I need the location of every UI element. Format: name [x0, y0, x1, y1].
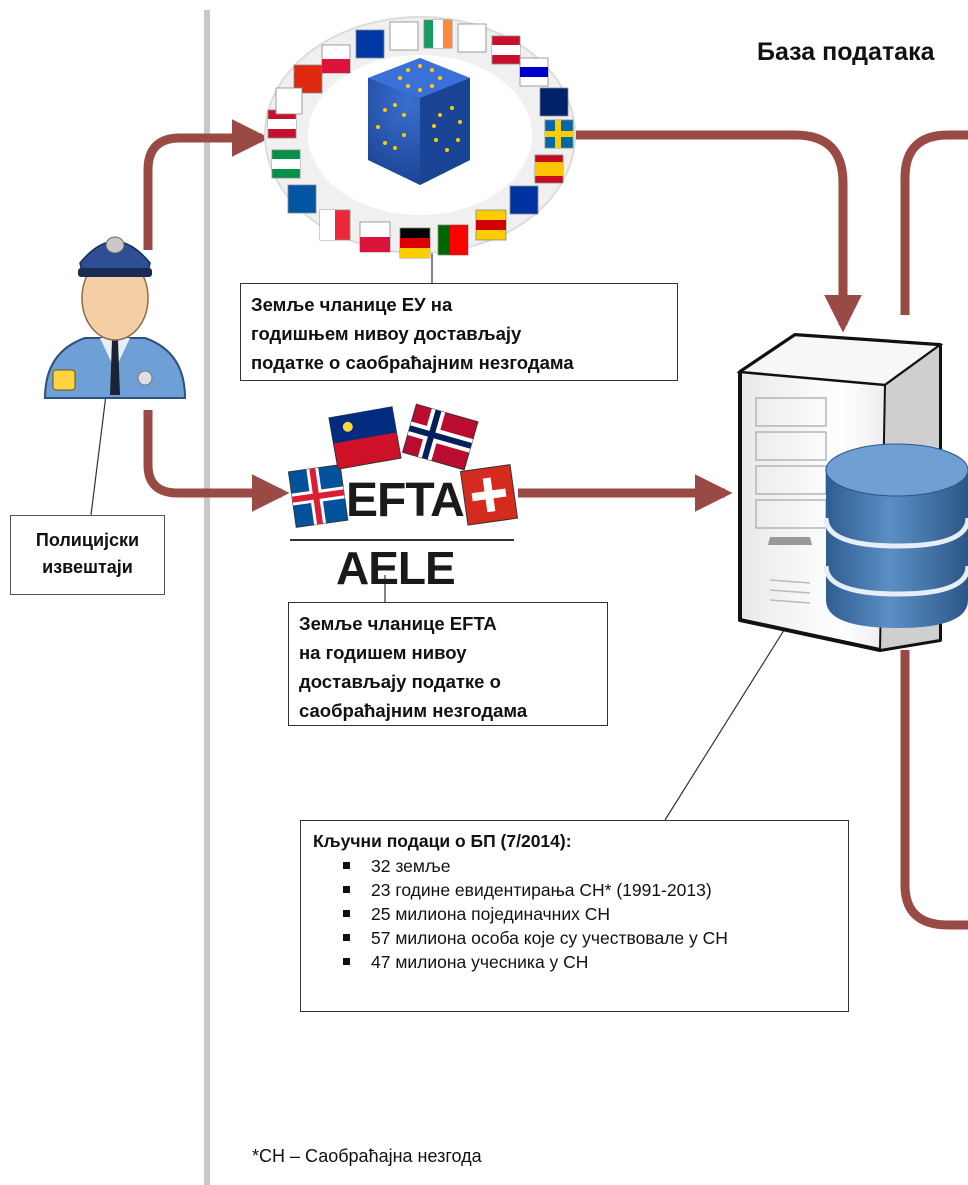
eu-members-box: Земље чланице ЕУ на годишњем нивоу доста… [240, 283, 678, 381]
key-data-list: 32 земље 23 године евидентирања СН* (199… [313, 854, 836, 974]
key-data-item: 57 милиона особа које су учествовале у С… [343, 926, 836, 950]
server-database-icon [736, 333, 968, 652]
eu-box-line-1: Земље чланице ЕУ на [251, 294, 453, 315]
efta-logo [287, 403, 519, 541]
efta-box-line-1: Земље чланице EFTA [299, 613, 497, 634]
efta-box-line-2: на годишем нивоу [299, 642, 467, 663]
arrow-police-to-eu [143, 119, 270, 250]
key-data-item: 32 земље [343, 854, 836, 878]
key-data-box: Кључни подаци о БП (7/2014): 32 земље 23… [300, 820, 849, 1012]
police-leader-line [90, 394, 107, 516]
arrow-eu-to-database [570, 130, 862, 333]
footnote: *СН – Саобраћајна незгода [252, 1146, 482, 1166]
efta-logo-text: EFTA [346, 474, 465, 527]
key-data-item: 23 године евидентирања СН* (1991-2013) [343, 878, 836, 902]
police-label-line-1: Полицијски [35, 530, 140, 550]
police-reports-label: Полицијски извештаји [10, 515, 165, 595]
diagram-title: База података [757, 38, 935, 66]
key-data-item: 47 милиона учесника у СН [343, 950, 836, 974]
eu-flags-ring-icon [264, 16, 576, 259]
police-officer-icon [43, 236, 187, 399]
key-data-title: Кључни подаци о БП (7/2014): [313, 831, 572, 851]
vertical-divider [204, 10, 210, 1185]
efta-box-line-4: саобраћајним незгодама [299, 700, 528, 721]
police-label-line-2: извештаји [42, 557, 133, 577]
efta-box-line-3: достављају податке о [299, 671, 501, 692]
arrow-database-right-top [900, 130, 968, 315]
eu-box-line-3: податке о саобраћајним незгодама [251, 352, 574, 373]
efta-members-box: Земље чланице EFTA на годишем нивоу дост… [288, 602, 608, 726]
eu-box-line-2: годишњем нивоу достављају [251, 323, 522, 344]
key-data-item: 25 милиона појединачних СН [343, 902, 836, 926]
arrow-police-to-efta [143, 410, 290, 512]
aele-logo-text: AELE [336, 542, 456, 594]
arrow-database-right-bottom [900, 650, 968, 930]
